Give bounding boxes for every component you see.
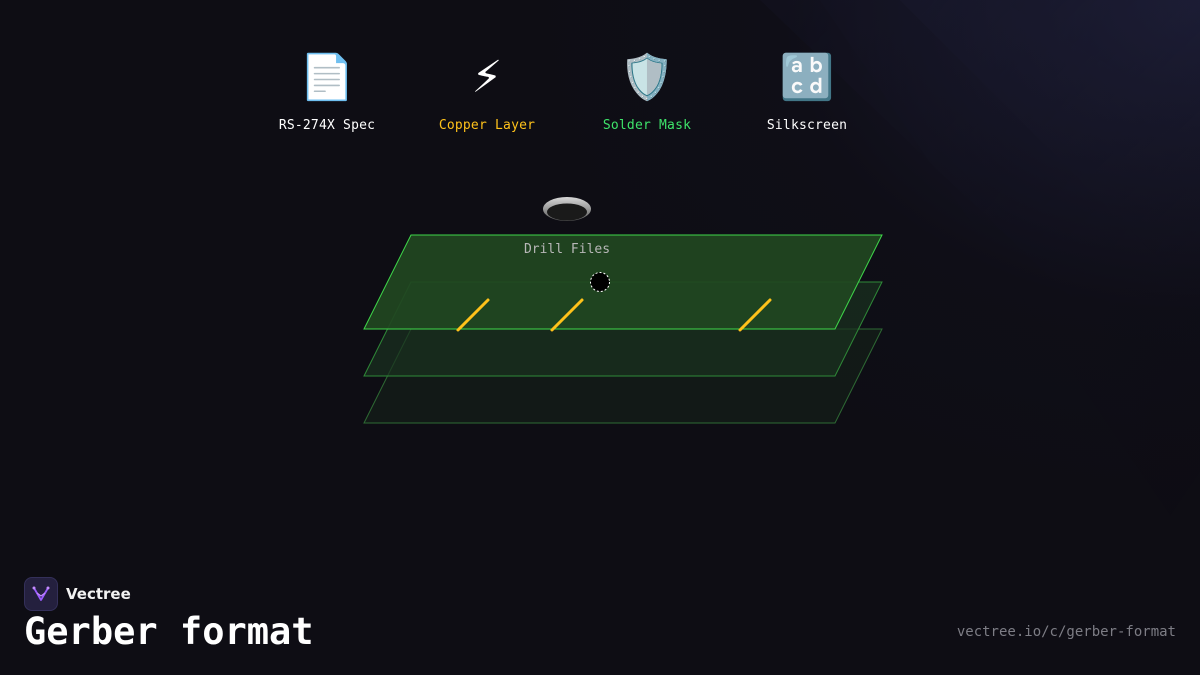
layer-icon-row: 📄 RS-274X Spec ⚡ Copper Layer 🛡️ Solder …	[247, 48, 887, 148]
icon-item-copper[interactable]: ⚡ Copper Layer	[407, 48, 567, 148]
pcb-layer-top	[363, 234, 883, 330]
document-icon: 📄	[299, 52, 355, 103]
abcd-icon: 🔡	[779, 52, 835, 103]
icon-label-silkscreen: Silkscreen	[766, 118, 848, 133]
copper-trace	[550, 298, 584, 332]
icon-label-solder-mask: Solder Mask	[602, 118, 692, 133]
brand-name: Vectree	[66, 585, 131, 603]
icon-label-copper: Copper Layer	[438, 118, 536, 133]
brand-logo-icon	[24, 577, 58, 611]
page-url[interactable]: vectree.io/c/gerber-format	[956, 624, 1176, 640]
lightning-icon: ⚡	[471, 52, 503, 103]
icon-label-spec: RS-274X Spec	[278, 118, 376, 133]
shield-icon: 🛡️	[619, 52, 675, 103]
copper-trace	[738, 298, 772, 332]
page-title: Gerber format	[24, 610, 314, 653]
brand[interactable]: Vectree	[24, 577, 131, 611]
drill-hole	[590, 272, 610, 292]
drill-files-label: Drill Files	[523, 242, 611, 257]
drill-icon	[543, 197, 591, 221]
icon-item-spec[interactable]: 📄 RS-274X Spec	[247, 48, 407, 148]
copper-trace	[456, 298, 490, 332]
icon-item-silkscreen[interactable]: 🔡 Silkscreen	[727, 48, 887, 148]
icon-item-solder-mask[interactable]: 🛡️ Solder Mask	[567, 48, 727, 148]
